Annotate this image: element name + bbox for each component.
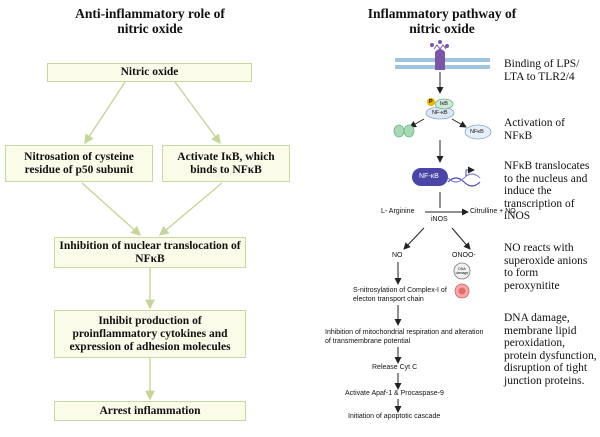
p-label: P	[429, 99, 433, 105]
dna-damage-small-label: DNA damage	[455, 267, 469, 275]
desc-dna-damage: DNA damage, membrane lipid peroxidation,…	[504, 312, 597, 387]
s-nitrosylation-label: S-nitrosylation of Complex-I of electon …	[353, 287, 447, 303]
tlr-receptor-icon	[430, 40, 449, 70]
activate-apaf-label: Activate Apaf-1 & Procaspase-9	[345, 390, 444, 397]
l-arginine-label: L- Arginine	[381, 208, 415, 215]
ikb-label: IκB	[440, 101, 448, 107]
nfkb-nucleus-label: NF-κB	[419, 173, 439, 180]
left-title: Anti-inflammatory role of nitric oxide	[75, 6, 225, 36]
nfkb-small-label: NF-κB	[432, 110, 448, 116]
arrow-to-no	[403, 227, 425, 250]
no-label: NO	[392, 252, 403, 259]
desc-activation: Activation of NFκB	[504, 117, 565, 142]
arrow-to-onoo	[451, 227, 471, 250]
desc-binding: Binding of LPS/ LTA to TLR2/4	[504, 58, 580, 83]
inhibition-translocation-box: Inhibition of nuclear translocation of N…	[54, 237, 246, 268]
inhibit-production-box: Inhibit production of proinflammatory cy…	[54, 310, 246, 358]
arrow-ikb-left	[409, 118, 425, 128]
arrow-activate-to-inhibition	[158, 182, 223, 236]
inhibition-mito-label: Inhibition of mitochondrial respiration …	[325, 329, 484, 345]
onoo-label: ONOO-	[452, 252, 476, 259]
inos-label: iNOS	[431, 216, 448, 223]
activate-ikb-box: Activate IκB, which binds to NFκB	[162, 145, 290, 182]
release-cytc-label: Release Cyt C	[372, 364, 418, 371]
ikb-fragment-icon	[393, 124, 415, 138]
nfkb-right-label: NFκB	[470, 129, 484, 135]
arrow-no-to-activate	[174, 81, 221, 145]
arrest-inflammation-box: Arrest inflammation	[54, 401, 246, 421]
desc-translocates: NFκB translocates to the nucleus and ind…	[504, 160, 590, 222]
nitric-oxide-box: Nitric oxide	[47, 63, 252, 82]
arrow-no-to-nitrosation	[84, 81, 126, 145]
desc-no-reacts: NO reacts with superoxide anions to form…	[504, 242, 588, 292]
dna-damage-icon	[453, 262, 471, 299]
free-nfkb-icon	[464, 124, 492, 140]
right-title: Inflammatory pathway of nitric oxide	[367, 6, 517, 36]
initiation-label: Initiation of apoptotic cascade	[348, 413, 441, 420]
arrow-nitrosation-to-inhibition	[81, 182, 142, 236]
ikb-nfkb-complex-icon	[425, 98, 455, 120]
arrow-ikb-right	[451, 118, 467, 128]
nfkb-nucleus-icon	[412, 166, 481, 187]
citrulline-label: Citrulline + NO	[470, 208, 516, 215]
nitrosation-box: Nitrosation of cysteine residue of p50 s…	[5, 145, 153, 182]
